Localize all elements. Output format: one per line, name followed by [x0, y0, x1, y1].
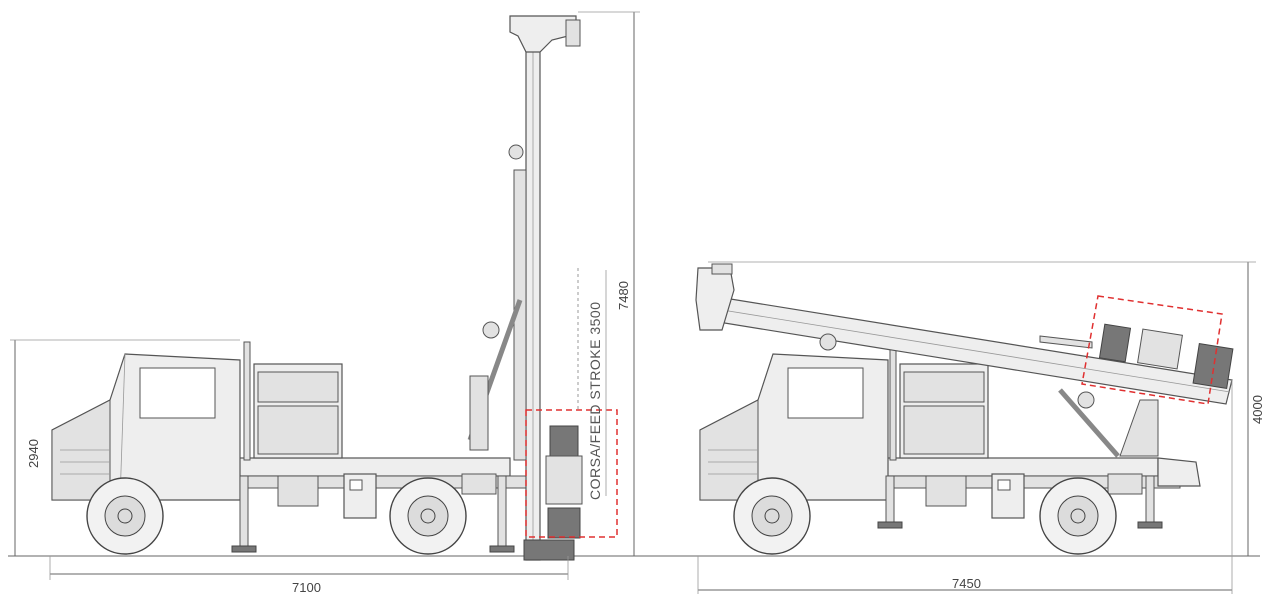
dim-label-7100: 7100 — [292, 580, 321, 594]
right-truck — [695, 263, 1234, 555]
dim-label-2940: 2940 — [26, 439, 41, 468]
dim-label-7450: 7450 — [952, 576, 981, 591]
feed-stroke-label: CORSA/FEED STROKE 3500 — [587, 301, 603, 500]
dim-label-4000: 4000 — [1250, 395, 1264, 424]
feed-stroke-highlight-left — [525, 409, 618, 538]
feed-stroke-highlight-right — [1081, 295, 1223, 405]
left-truck — [51, 15, 583, 561]
dim-label-7480: 7480 — [616, 281, 631, 310]
